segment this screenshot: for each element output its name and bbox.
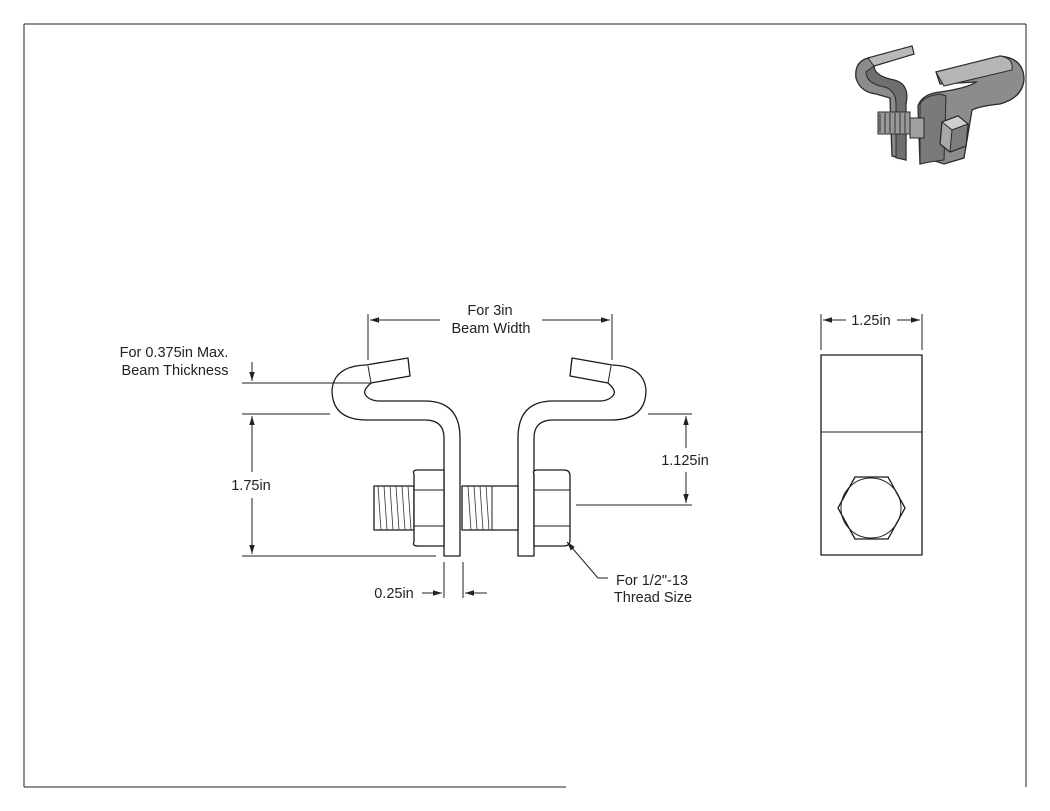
drawing-border [23,23,1027,788]
plate-thickness-label: 0.25in [374,586,414,602]
side-view [820,354,923,556]
right-jaw [517,357,647,557]
beam-width-label-line1: For 3in [467,303,512,319]
dim-overall-height: 1.75in [231,413,436,557]
dim-beam-thickness: For 0.375in Max. Beam Thickness [120,345,370,384]
dim-jaw-height: 1.125in [576,413,709,506]
left-jaw [331,357,461,557]
dim-side-width: 1.25in [820,313,923,350]
dim-plate-thickness: 0.25in [374,562,487,602]
beam-thickness-label-line1: For 0.375in Max. [120,345,229,361]
overall-height-label: 1.75in [231,478,271,494]
hex-nut-side [837,476,906,540]
clamp-isometric-view [855,45,1025,165]
thread-size-label-line1: For 1/2"-13 [616,573,688,589]
bolt-assembly [373,469,571,547]
thread-size-label-line2: Thread Size [614,590,692,606]
dim-beam-width: For 3in Beam Width [367,303,613,360]
beam-thickness-label-line2: Beam Thickness [122,363,229,379]
beam-width-label-line2: Beam Width [452,321,531,337]
leader-thread-size: For 1/2"-13 Thread Size [566,541,692,606]
jaw-height-label: 1.125in [661,453,709,469]
side-width-label: 1.25in [851,313,891,329]
